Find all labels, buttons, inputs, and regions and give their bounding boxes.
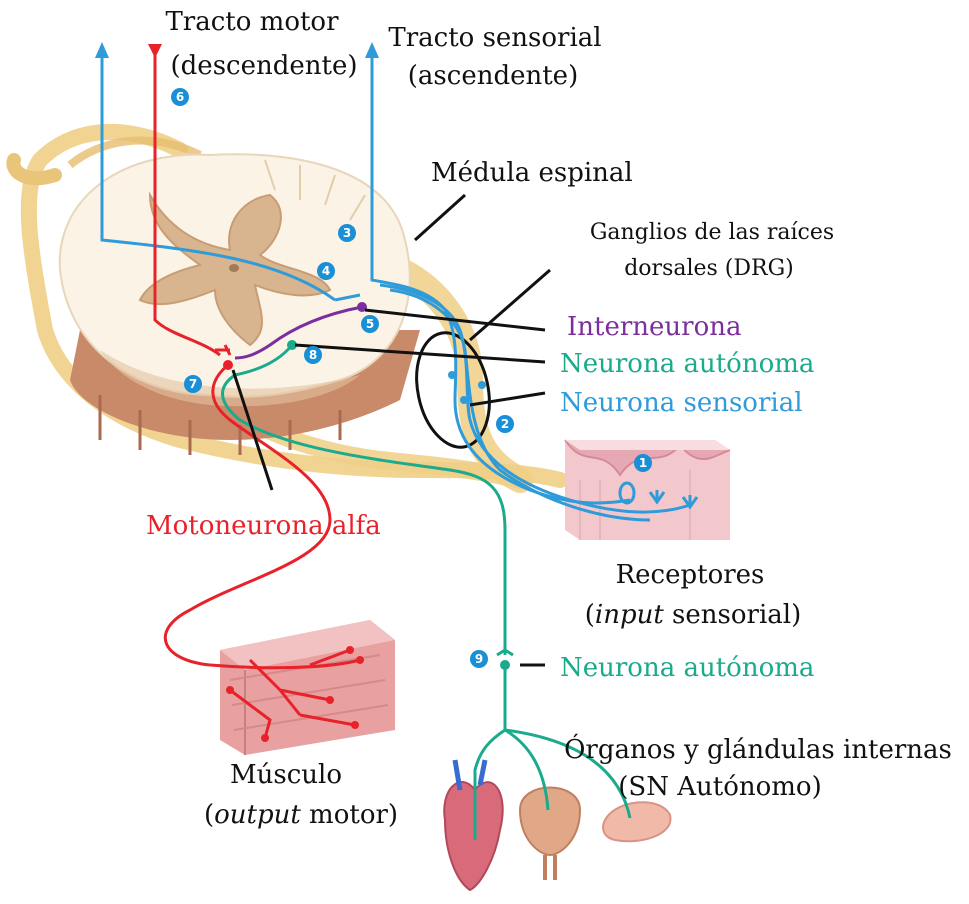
marker-7: 7	[184, 375, 202, 393]
autonomic-soma-bottom	[500, 660, 510, 670]
motor-tract-label-line2: (descendente)	[171, 51, 358, 81]
marker-3: 3	[338, 224, 356, 242]
marker-4: 4	[317, 262, 335, 280]
svg-text:4: 4	[322, 264, 330, 278]
spinal-cord-label: Médula espinal	[431, 158, 633, 188]
ascending-arrow-left	[95, 42, 109, 58]
receptors-label-line2: (input sensorial)	[585, 600, 802, 630]
marker-1: 1	[634, 454, 652, 472]
muscle-label-line1: Músculo	[230, 760, 342, 790]
svg-text:6: 6	[176, 90, 184, 104]
sensory-tract-label-line2: (ascendente)	[408, 61, 578, 91]
svg-text:8: 8	[309, 348, 317, 362]
marker-8: 8	[304, 346, 322, 364]
ascending-arrow-right	[365, 42, 379, 58]
interneuron-label: Interneurona	[567, 312, 741, 342]
alpha-motor-neuron-label: Motoneurona alfa	[146, 511, 381, 541]
organs-label-line1: Órganos y glándulas internas	[564, 733, 952, 765]
marker-5: 5	[361, 315, 379, 333]
marker-2: 2	[496, 415, 514, 433]
drg-label-line2: dorsales (DRG)	[624, 256, 794, 281]
svg-text:3: 3	[343, 226, 351, 240]
marker-6: 6	[171, 88, 189, 106]
sensory-neuron-label: Neurona sensorial	[560, 388, 803, 418]
muscle-label-line2: (output motor)	[204, 800, 398, 830]
organs-label-line2: (SN Autónomo)	[618, 772, 821, 802]
marker-9: 9	[470, 650, 488, 668]
svg-text:2: 2	[501, 417, 509, 431]
receptors-label-line1: Receptores	[616, 560, 765, 590]
motor-tract-label-line1: Tracto motor	[165, 7, 339, 37]
sensory-tract-label-line1: Tracto sensorial	[388, 23, 601, 53]
autonomic-neuron-label-bottom: Neurona autónoma	[560, 653, 814, 683]
drg-label-line1: Ganglios de las raíces	[590, 220, 834, 245]
svg-text:1: 1	[639, 456, 647, 470]
skin-receptor-block	[565, 440, 730, 540]
svg-text:5: 5	[366, 317, 374, 331]
autonomic-neuron-label-top: Neurona autónoma	[560, 349, 814, 379]
svg-text:7: 7	[189, 377, 197, 391]
muscle-block	[220, 620, 395, 755]
descending-arrow	[148, 44, 162, 58]
svg-text:9: 9	[475, 652, 483, 666]
